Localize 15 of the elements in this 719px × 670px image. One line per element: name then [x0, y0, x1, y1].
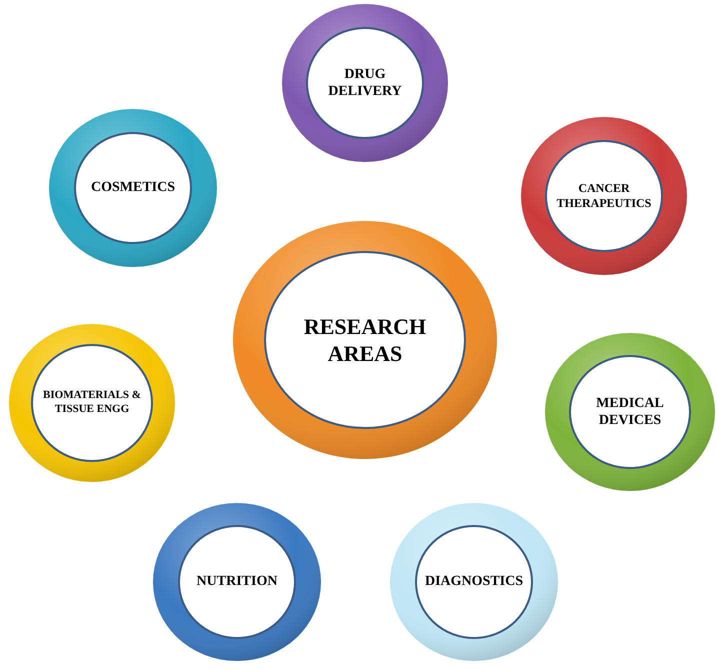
ring-circle	[48, 108, 218, 268]
node-label: RESEARCH AREAS	[302, 312, 428, 368]
node-label: DRUG DELIVERY	[327, 66, 403, 100]
node-label: NUTRITION	[196, 573, 278, 591]
ring-circle	[152, 502, 322, 662]
ring-circle	[8, 323, 176, 483]
ring-circle	[544, 332, 716, 492]
node-label: BIOMATERIALS & TISSUE ENGG	[42, 389, 142, 417]
ring-circle	[520, 116, 688, 276]
ring-circle	[232, 220, 498, 460]
node-label: COSMETICS	[90, 179, 176, 197]
ring-circle	[281, 3, 449, 163]
node-label: CANCER THERAPEUTICS	[556, 181, 652, 211]
node-label: MEDICAL DEVICES	[595, 394, 665, 430]
node-label: DIAGNOSTICS	[424, 573, 524, 591]
